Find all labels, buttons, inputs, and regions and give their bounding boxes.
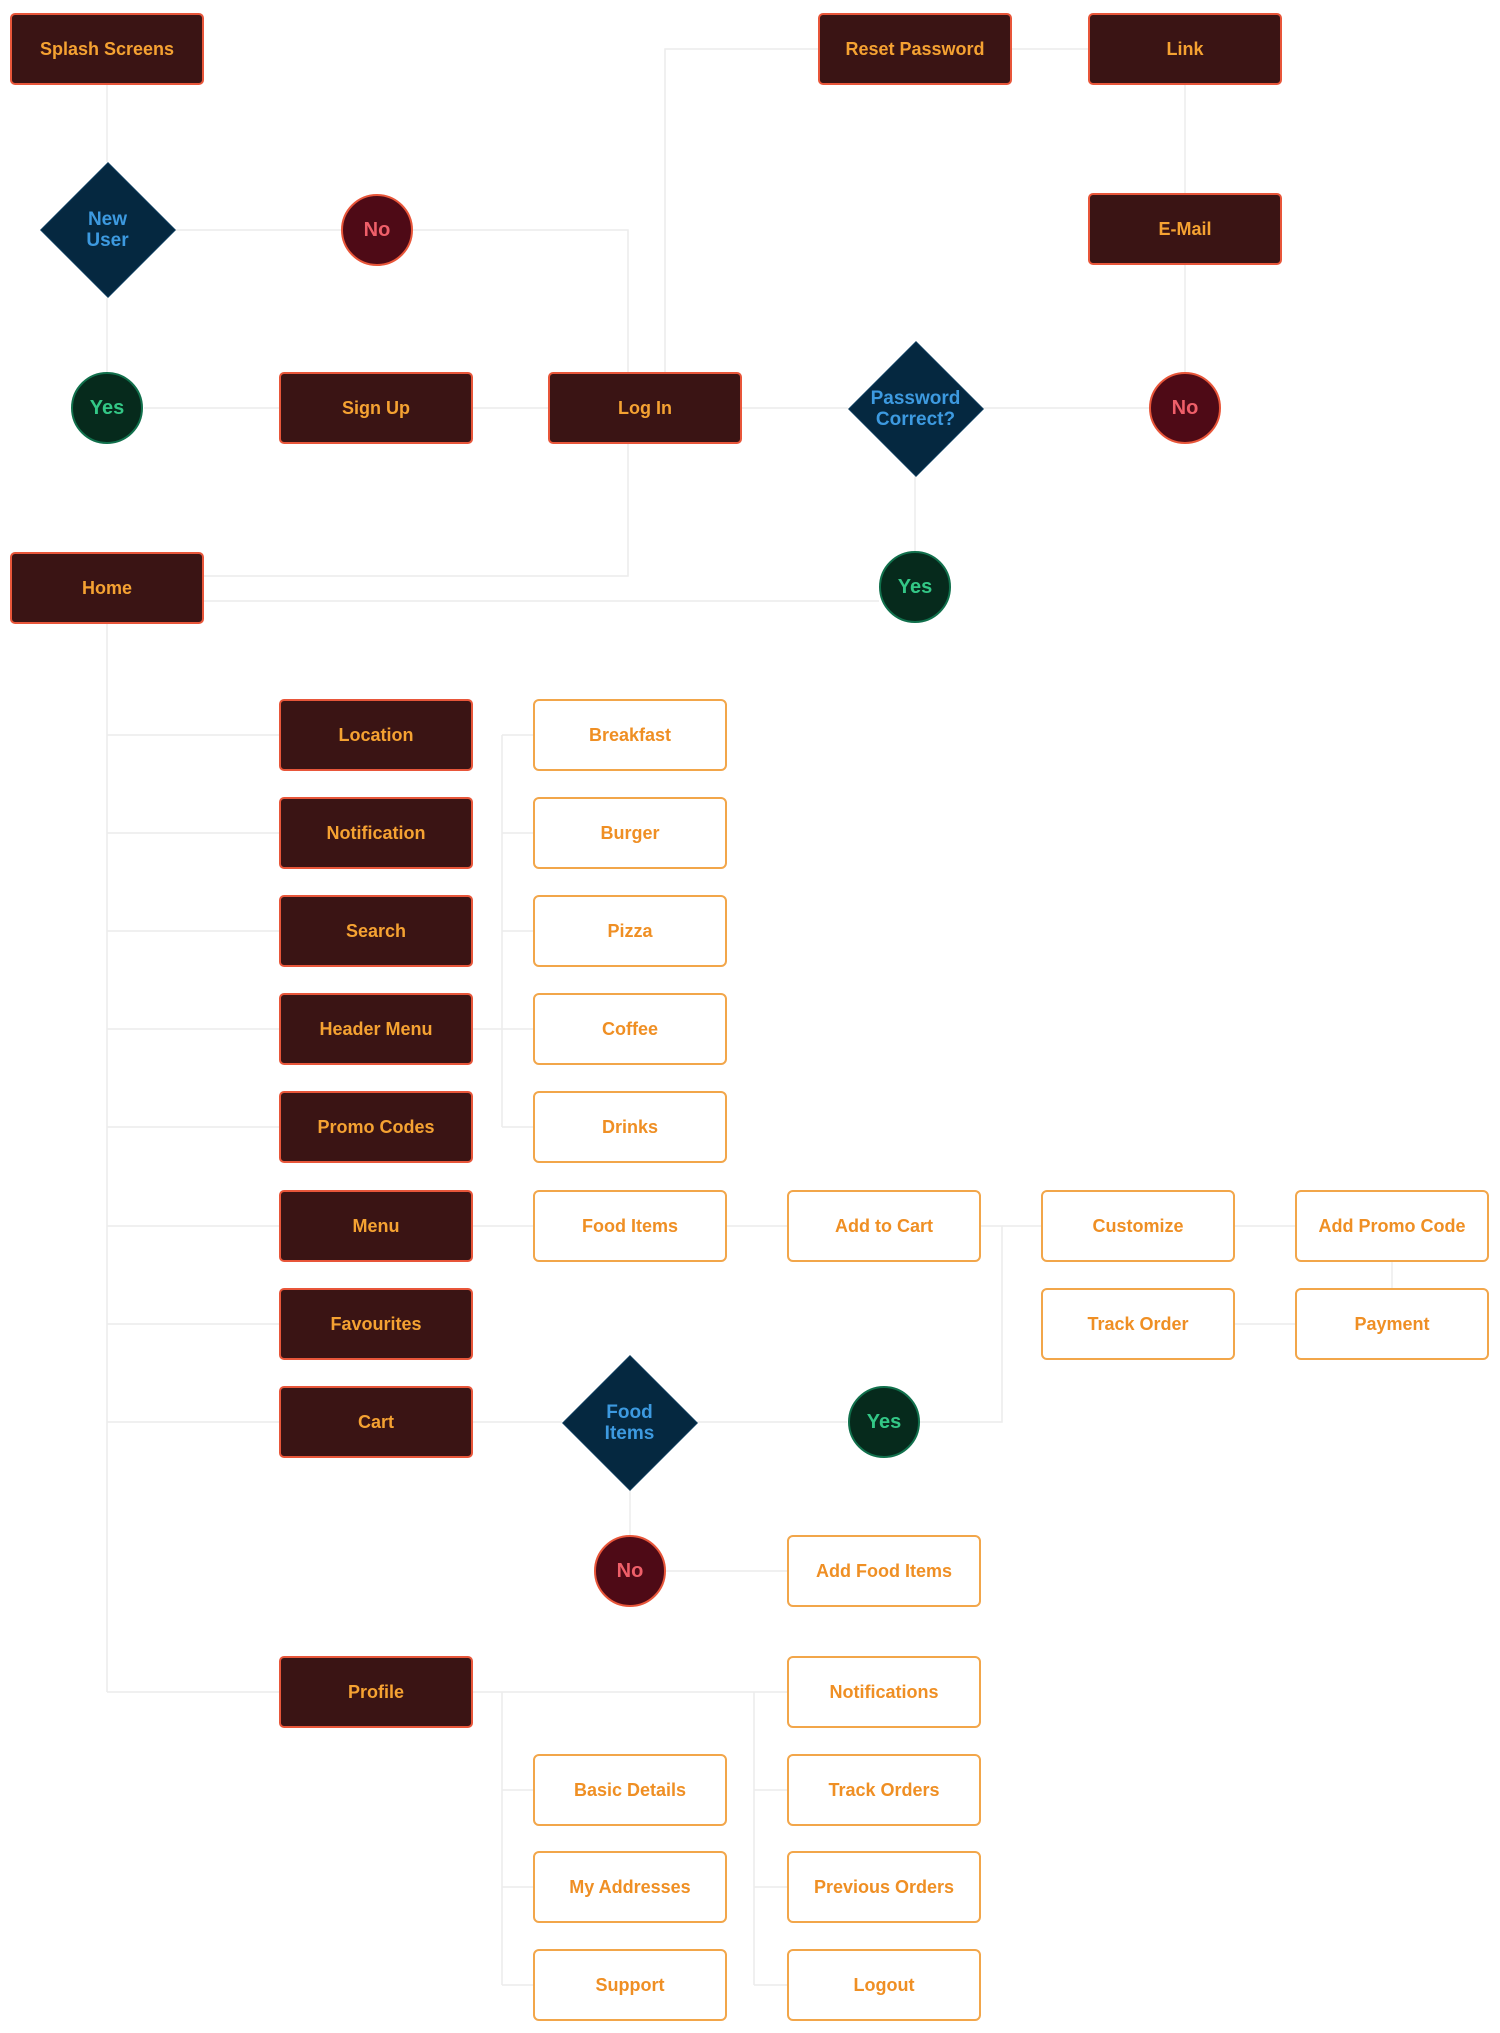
decision-label-line-2: Correct? — [875, 408, 956, 430]
support-node: Support — [533, 1949, 727, 2021]
sign-up-node: Sign Up — [279, 372, 473, 444]
payment-node: Payment — [1295, 1288, 1489, 1360]
add-to-cart-node: Add to Cart — [787, 1190, 981, 1262]
yes-new-user-node: Yes — [71, 372, 143, 444]
my-addresses-node: My Addresses — [533, 1851, 727, 1923]
drinks-node: Drinks — [533, 1091, 727, 1163]
favourites-node: Favourites — [279, 1288, 473, 1360]
promo-codes-node: Promo Codes — [279, 1091, 473, 1163]
menu-node: Menu — [279, 1190, 473, 1262]
reset-password-node: Reset Password — [818, 13, 1012, 85]
track-order-node: Track Order — [1041, 1288, 1235, 1360]
breakfast-node: Breakfast — [533, 699, 727, 771]
home-node: Home — [10, 552, 204, 624]
decision-label-line-2: User — [86, 229, 129, 251]
decision-label-line-1: New — [87, 208, 128, 230]
decision-label: Password Correct? — [848, 341, 983, 476]
connector-newuser-no-login — [175, 229, 629, 372]
decision-label: Food Items — [562, 1355, 697, 1490]
header-menu-node: Header Menu — [279, 993, 473, 1065]
basic-details-node: Basic Details — [533, 1754, 727, 1826]
decision-label-line-2: Items — [604, 1422, 655, 1444]
email-node: E-Mail — [1088, 193, 1282, 265]
add-food-items-node: Add Food Items — [787, 1535, 981, 1607]
food-items-node: Food Items — [533, 1190, 727, 1262]
decision-label-line-1: Food — [606, 1401, 653, 1423]
connector-reset-login — [664, 48, 818, 372]
notification-node: Notification — [279, 797, 473, 869]
profile-node: Profile — [279, 1656, 473, 1728]
no-new-user-node: No — [341, 194, 413, 266]
connector-login-home — [204, 444, 629, 577]
log-in-node: Log In — [548, 372, 742, 444]
add-promo-code-node: Add Promo Code — [1295, 1190, 1489, 1262]
previous-orders-node: Previous Orders — [787, 1851, 981, 1923]
yes-food-node: Yes — [848, 1386, 920, 1458]
cart-node: Cart — [279, 1386, 473, 1458]
notifications-node: Notifications — [787, 1656, 981, 1728]
decision-label: New User — [40, 162, 175, 297]
food-items-decision: Food Items — [561, 1354, 698, 1491]
link-node: Link — [1088, 13, 1282, 85]
password-correct-decision: Password Correct? — [847, 340, 984, 477]
coffee-node: Coffee — [533, 993, 727, 1065]
new-user-decision: New User — [39, 161, 176, 298]
customize-node: Customize — [1041, 1190, 1235, 1262]
decision-label-line-1: Password — [870, 387, 961, 409]
burger-node: Burger — [533, 797, 727, 869]
location-node: Location — [279, 699, 473, 771]
yes-password-node: Yes — [879, 551, 951, 623]
pizza-node: Pizza — [533, 895, 727, 967]
splash-screens-node: Splash Screens — [10, 13, 204, 85]
no-password-node: No — [1149, 372, 1221, 444]
logout-node: Logout — [787, 1949, 981, 2021]
track-orders-node: Track Orders — [787, 1754, 981, 1826]
search-node: Search — [279, 895, 473, 967]
no-food-node: No — [594, 1535, 666, 1607]
connector-addtocart-customize — [920, 1225, 1003, 1423]
